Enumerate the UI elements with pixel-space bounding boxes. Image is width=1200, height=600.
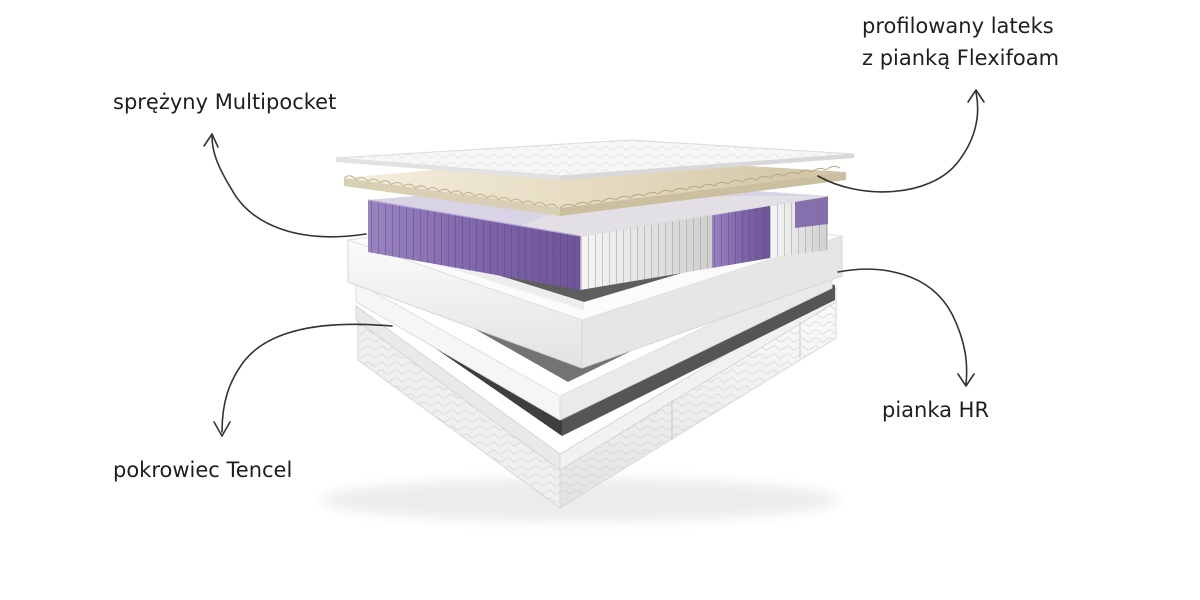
top-cover-sheet <box>335 139 855 180</box>
arrow-springs <box>203 133 367 238</box>
label-latex-line2: z pianką Flexifoam <box>862 46 1060 70</box>
arrow-latex <box>817 89 985 193</box>
label-hr-foam: pianka HR <box>882 394 989 426</box>
mattress-shadow <box>320 478 840 522</box>
label-springs: sprężyny Multipocket <box>113 86 336 118</box>
label-cover-text: pokrowiec Tencel <box>113 458 293 482</box>
arrow-hr-foam <box>837 268 975 387</box>
label-springs-text: sprężyny Multipocket <box>113 90 337 114</box>
label-latex-line1: profilowany lateks <box>862 14 1054 38</box>
label-hr-foam-text: pianka HR <box>882 398 990 422</box>
arrow-cover <box>213 323 393 437</box>
label-cover: pokrowiec Tencel <box>113 454 292 486</box>
label-latex: profilowany lateks z pianką Flexifoam <box>862 10 1059 74</box>
